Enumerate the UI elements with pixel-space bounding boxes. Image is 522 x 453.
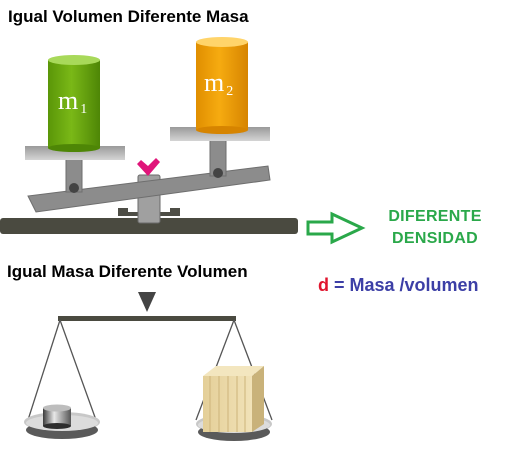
balance-beam [27,165,271,213]
right-pivot-pin [213,168,223,178]
density-formula: d = Masa /volumen [318,275,479,296]
unequal-balance [0,37,298,234]
result-line-2: DENSIDAD [392,230,478,247]
balance-base [0,218,298,234]
balance-pointer [138,292,156,312]
result-line-1: DIFERENTE [388,208,482,225]
pivot-marker [137,158,160,176]
cylinder-m1 [48,55,100,152]
cylinder-m2 [196,37,248,134]
label-m2-subscript: 2 [226,84,234,99]
balance-bar [58,316,236,321]
title-same-volume: Igual Volumen Diferente Masa [8,7,249,26]
wooden-block [203,366,264,432]
left-pivot-pin [69,183,79,193]
result-text: DIFERENTE DENSIDAD [368,206,502,250]
formula-text: = Masa /volumen [329,275,479,295]
label-m2-letter: m [204,68,225,97]
equal-balance [24,292,273,441]
label-m1-subscript: 1 [80,102,88,117]
formula-symbol: d [318,275,329,295]
arrow-right-icon [306,211,366,245]
metal-weight [43,404,71,429]
title-same-mass: Igual Masa Diferente Volumen [7,262,248,281]
label-m1-letter: m [58,86,79,115]
